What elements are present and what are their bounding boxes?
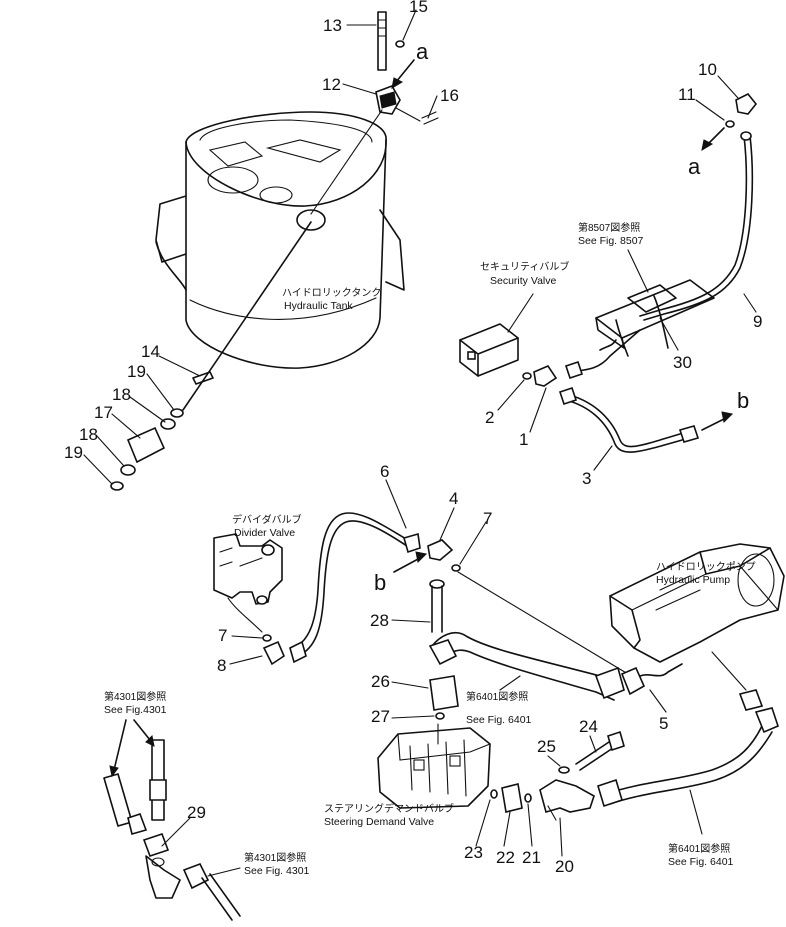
part-28-bolt [429,579,445,633]
callout-30: 30 [673,353,692,372]
hydraulic-pump [609,543,785,663]
fig4301a-jp: 第4301図参照 [104,690,166,703]
part-19-washer-a [170,408,184,418]
fig6401b-jp: 第6401図参照 [668,842,730,855]
divider-valve [213,533,283,605]
fig-8507-component [595,279,715,357]
callout-28: 28 [370,611,389,630]
fig6401a-jp: 第6401図参照 [466,690,528,703]
part-8-elbow [262,640,285,666]
part-7-oring-a [262,634,272,642]
hose-fig6401-lower [605,725,763,795]
part-18-nut-b [120,464,136,476]
fig4301a-en: See Fig.4301 [104,704,167,716]
callout-8: 8 [217,656,226,675]
fig8507-jp: 第8507図参照 [578,221,640,234]
arrow-b-left [393,557,421,573]
callout-14: 14 [141,342,160,361]
top-fitting [310,11,439,215]
callout-2: 2 [485,408,494,427]
tank-label-jp: ハイドロリックタンク [282,287,381,299]
callout-13: 13 [323,16,342,35]
part-2-oring [522,372,532,380]
security-label-en: Security Valve [490,275,556,287]
callout-29: 29 [187,803,206,822]
part-1-tee [533,365,558,387]
callout-22: 22 [496,848,515,867]
callout-1: 1 [519,430,528,449]
callout-18-lower: 18 [79,425,98,444]
callout-18-upper: 18 [112,385,131,404]
callout-6: 6 [380,462,389,481]
callout-5: 5 [659,714,668,733]
steering-label-jp: ステアリングデマンドバルブ [324,802,454,815]
callout-7-right: 7 [483,509,492,528]
callout-27: 27 [371,707,390,726]
line-6 [293,512,409,649]
part-14-pipe [192,371,214,385]
line-3 [565,393,681,448]
security-valve [459,323,519,377]
callout-11: 11 [678,85,696,104]
callout-4: 4 [449,489,458,508]
arrow-b-right [701,417,727,431]
divider-label-jp: デバイダバルブ [232,513,302,526]
callout-23: 23 [464,843,483,862]
connector-b-left: b [374,570,386,595]
connector-a-right: a [688,154,701,179]
steering-demand-valve [377,723,491,809]
callout-24: 24 [579,717,598,736]
part-26-block [429,675,459,711]
part-22-split-flange [501,783,523,813]
line-9-assembly [639,92,758,321]
callout-15: 15 [409,0,428,16]
fig4301b-jp: 第4301図参照 [244,851,306,864]
part-24-bolt [575,739,617,771]
callout-3: 3 [582,469,591,488]
steering-label-en: Steering Demand Valve [324,816,434,828]
fig4301b-en: See Fig. 4301 [244,865,310,877]
connector-a-top: a [416,39,429,64]
fig6401a-en: See Fig. 6401 [466,714,532,726]
arrow-a-top [395,59,415,83]
pump-label-en: Hydraulic Pump [656,574,730,586]
callout-19-upper: 19 [127,362,146,381]
callout-16: 16 [440,86,459,105]
part-7-oring-b [451,564,461,572]
security-label-jp: セキュリティバルブ [480,260,569,273]
tank-label-en: Hydraulic Tank [284,300,353,312]
callout-17: 17 [94,403,113,422]
divider-label-en: Divider Valve [234,527,295,539]
filler-line [182,221,312,411]
part-27-oring [435,712,445,720]
hose-5-upper [431,631,619,683]
callout-10: 10 [698,60,717,79]
part-21-oring [524,793,532,803]
callout-25: 25 [537,737,556,756]
pump-label-jp: ハイドロリックポンプ [656,561,756,573]
hydraulic-tank [155,111,405,369]
fig6401b-en: See Fig. 6401 [668,856,734,868]
part-25-washer [558,766,570,774]
callout-7-left: 7 [218,626,227,645]
callout-20: 20 [555,857,574,876]
part-19-washer-b [110,481,124,491]
callout-19-lower: 19 [64,443,83,462]
fig8507-en: See Fig. 8507 [578,235,644,247]
fig-4301-assembly [103,739,241,921]
callout-21: 21 [522,848,541,867]
callout-9: 9 [753,312,762,331]
part-17-filter [126,426,166,464]
callout-12: 12 [322,75,341,94]
connector-b-right: b [737,388,749,413]
part-23-oring [490,789,498,799]
callout-26: 26 [371,672,390,691]
part-4-tee [427,539,454,561]
